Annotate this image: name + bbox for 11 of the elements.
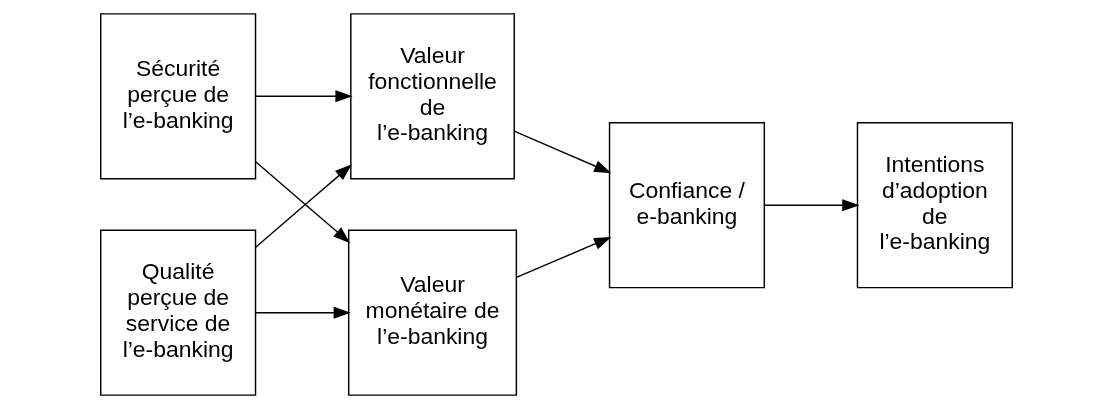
node-box: Intentions d’adoption de l’e-banking — [856, 122, 1013, 289]
arrow — [513, 130, 611, 174]
node-box: Confiance / e-banking — [608, 122, 765, 289]
arrow — [763, 199, 859, 212]
node-box: Valeur fonctionnelle de l’e-banking — [349, 13, 515, 180]
node-box: Valeur monétaire de l’e-banking — [347, 229, 517, 396]
node-box: Qualité perçue de service de l’e-banking — [99, 229, 256, 396]
node-box: Sécurité perçue de l’e-banking — [99, 13, 256, 180]
arrow — [515, 236, 611, 278]
arrow — [254, 306, 351, 319]
arrow — [254, 90, 353, 103]
